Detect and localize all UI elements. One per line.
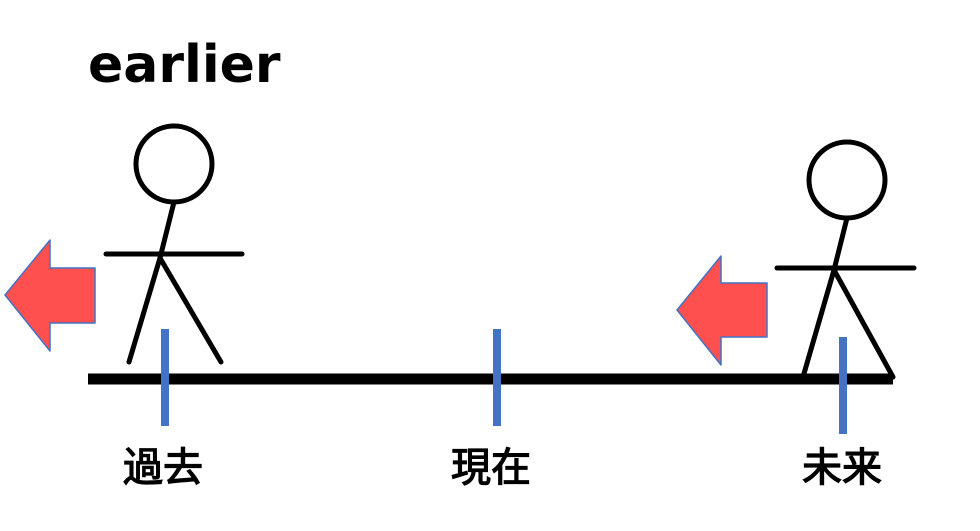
diagram-title: earlier	[88, 35, 281, 95]
left-arrow-icon	[4, 239, 96, 352]
right-arrow-icon	[676, 255, 768, 366]
left-stick-figure-icon	[103, 123, 245, 365]
label-future: 未来	[802, 445, 882, 491]
right-stick-figure-icon	[774, 139, 917, 380]
label-past: 過去	[123, 445, 203, 491]
label-present: 現在	[451, 445, 531, 491]
